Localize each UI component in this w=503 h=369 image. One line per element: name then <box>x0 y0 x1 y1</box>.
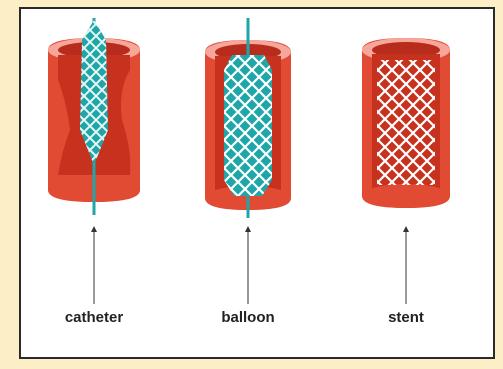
label-balloon: balloon <box>188 309 308 326</box>
stent-mesh <box>377 60 435 185</box>
label-catheter: catheter <box>34 309 154 326</box>
pointer-arrow-catheter <box>91 226 97 232</box>
pointer-arrow-stent <box>403 226 409 232</box>
pointer-arrow-balloon <box>245 226 251 232</box>
label-stent: stent <box>346 309 466 326</box>
